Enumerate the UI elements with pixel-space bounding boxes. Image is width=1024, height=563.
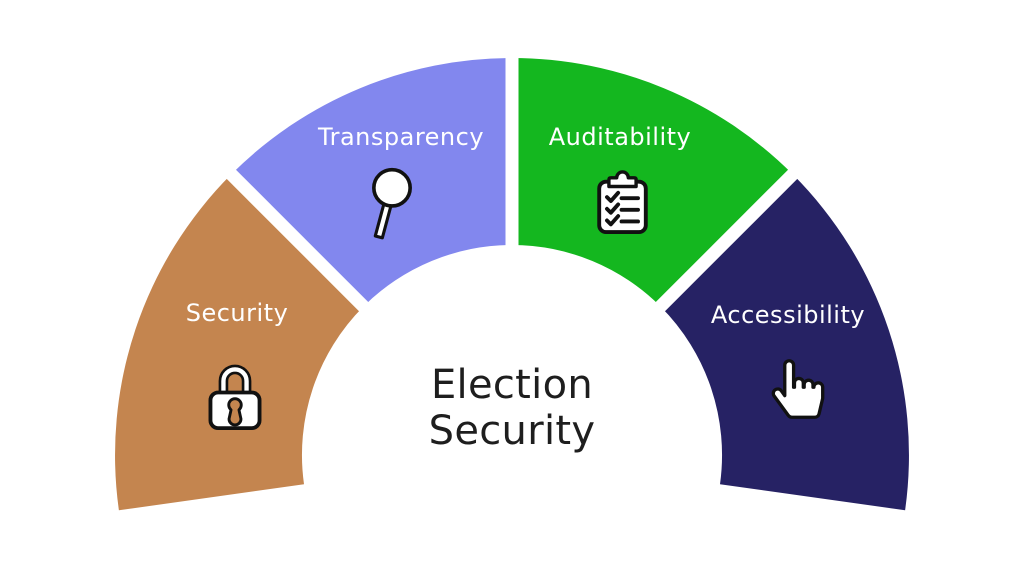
labels-layer: Security Transparency AuditabilityAccessib… <box>186 123 865 329</box>
segment-accessibility <box>660 174 909 511</box>
segment-label-security: Security <box>186 299 289 327</box>
segment-security <box>115 174 364 511</box>
segment-separator <box>218 161 377 320</box>
segment-label-auditability: Auditability <box>549 123 692 151</box>
segment-label-transparency: Transparency <box>317 123 484 151</box>
segments-layer <box>115 58 909 511</box>
diagram-title: Election Security <box>428 362 596 454</box>
separators-layer <box>218 46 806 320</box>
clipboard-checklist-icon <box>597 170 648 235</box>
segment-label-accessibility: Accessibility <box>711 301 865 329</box>
segment-separator <box>647 161 806 320</box>
